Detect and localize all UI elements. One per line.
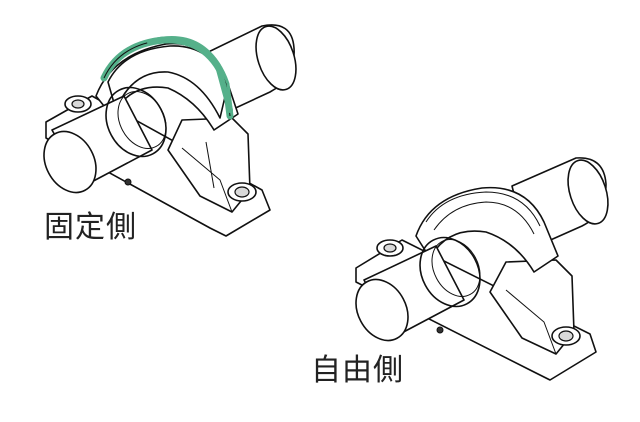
fixed-bearing-cap [95,42,239,131]
fixed-locating-ring [100,36,234,120]
fixed-side-label: 固定側 [44,210,137,245]
free-shaft-front [355,236,481,342]
free-bearing-cap [415,186,559,273]
fixed-shaft-front [43,86,167,194]
free-side-label: 自由側 [311,353,404,388]
